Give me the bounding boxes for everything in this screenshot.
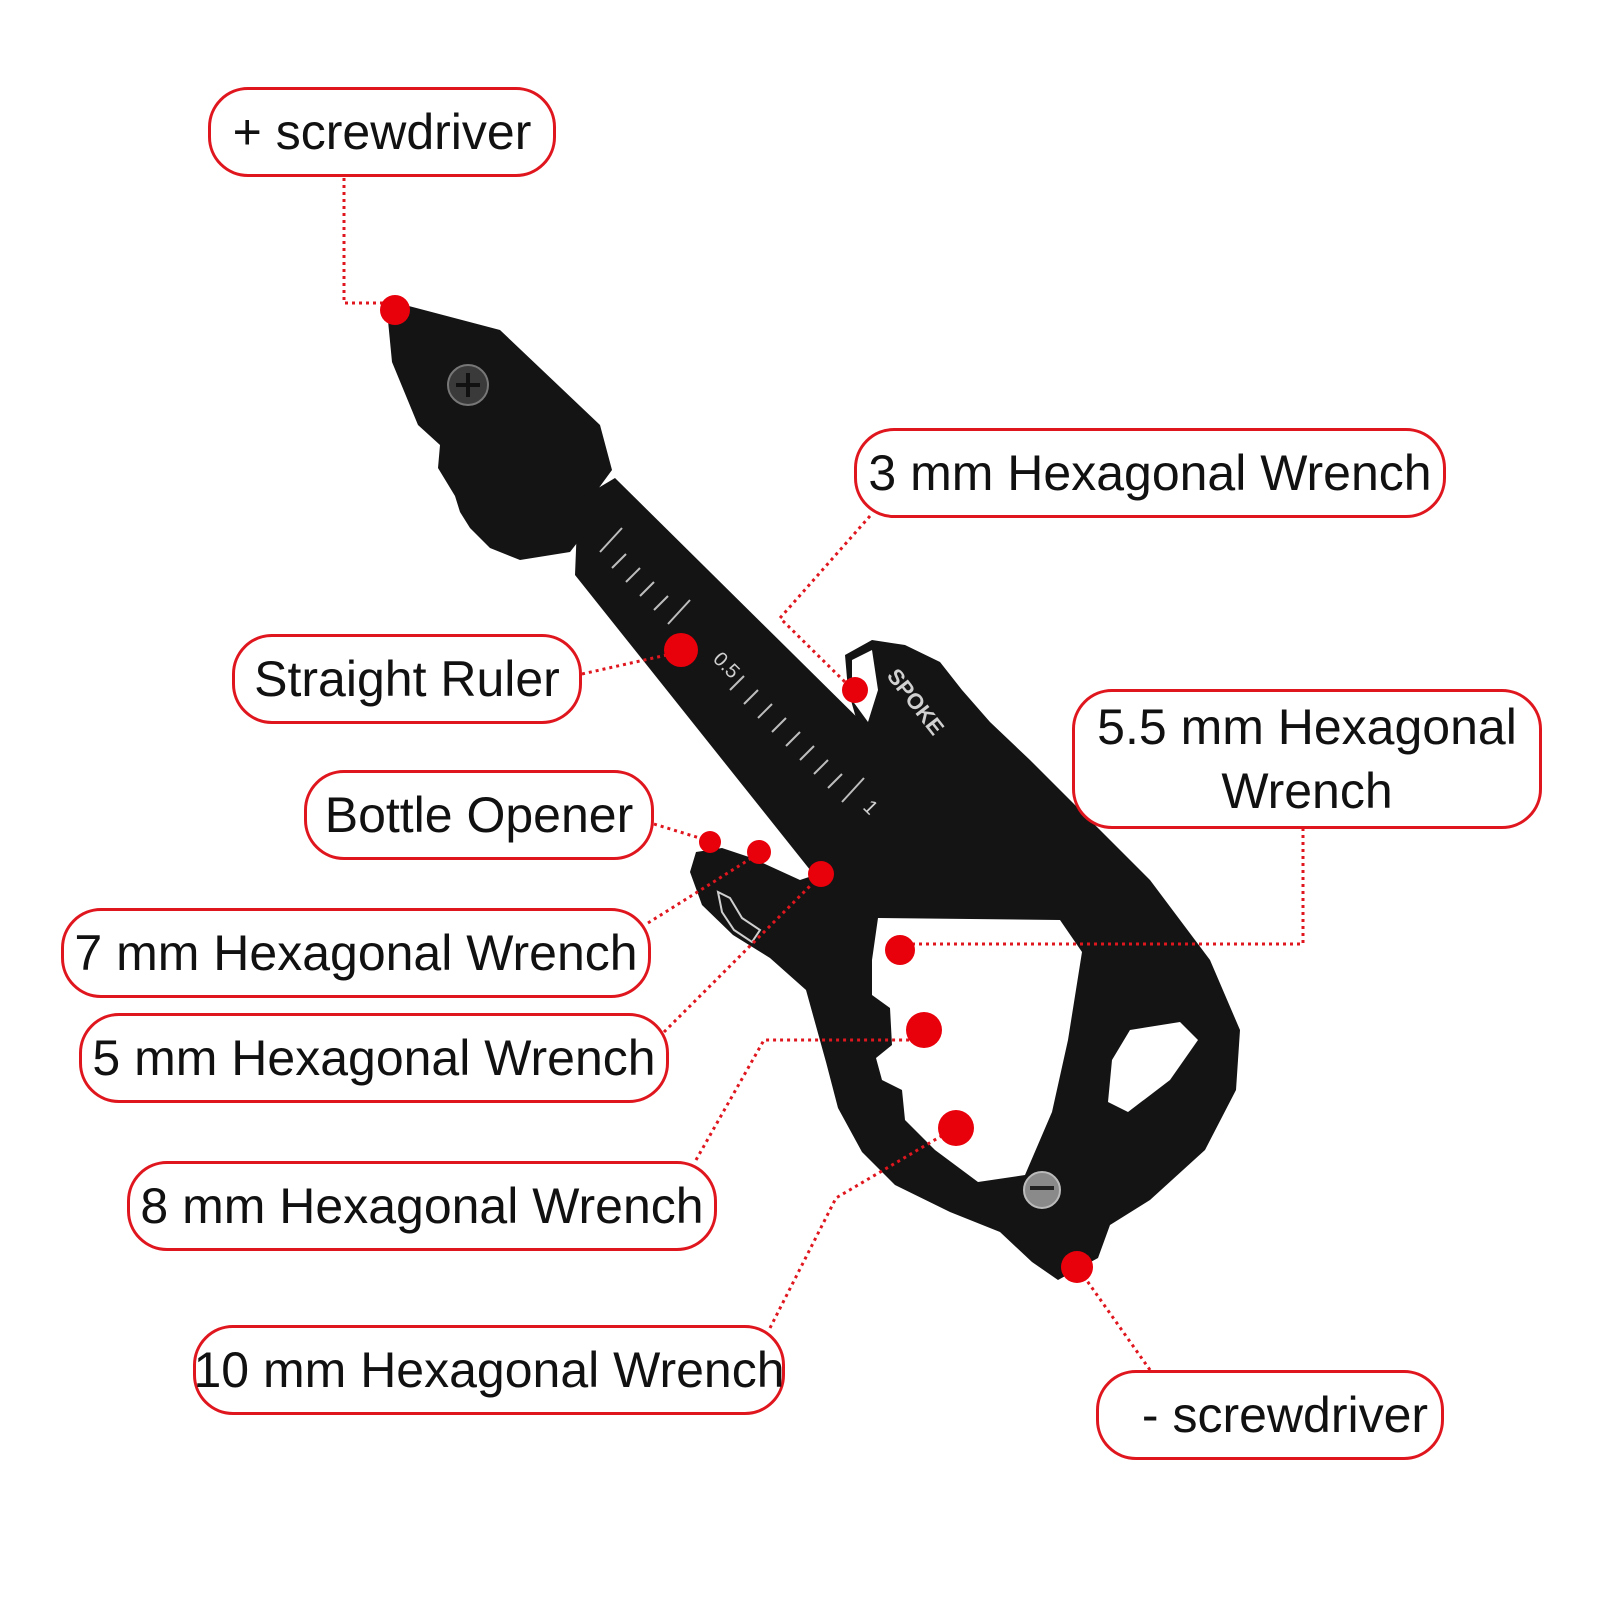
target-dots [380, 295, 1093, 1283]
dot-3mm [842, 677, 868, 703]
label-hex-5-5mm: 5.5 mm Hexagonal Wrench [1072, 689, 1542, 829]
lanyard-hole [1108, 1022, 1198, 1112]
ruler-ticks [599, 527, 865, 803]
leader-phillips [342, 178, 395, 305]
label-flat-screwdriver: - screwdriver [1096, 1370, 1444, 1460]
label-hex-5mm: 5 mm Hexagonal Wrench [79, 1013, 669, 1103]
dot-10mm [938, 1110, 974, 1146]
dot-flat [1061, 1251, 1093, 1283]
tool-headstock [386, 300, 612, 560]
label-hex-10mm: 10 mm Hexagonal Wrench [193, 1325, 785, 1415]
label-bottle-opener: Bottle Opener [304, 770, 654, 860]
guitar-multitool: 0.5 1 SPOKE [386, 300, 1240, 1280]
phillips-cross [456, 373, 480, 397]
label-phillips-screwdriver: + screwdriver [208, 87, 556, 177]
dot-8mm [906, 1012, 942, 1048]
leader-flat [1076, 1267, 1152, 1371]
leader-lines [342, 178, 1305, 1371]
dot-5-5mm [885, 935, 915, 965]
label-straight-ruler: Straight Ruler [232, 634, 582, 724]
hex-wrench-cutout [872, 918, 1082, 1182]
dot-phillips [380, 295, 410, 325]
dot-5mm [808, 861, 834, 887]
leader-7mm [647, 852, 759, 925]
bottle-icon [716, 890, 762, 944]
dot-bottle [699, 831, 721, 853]
dot-ruler [664, 633, 698, 667]
leader-bottle [653, 822, 707, 842]
label-hex-8mm: 8 mm Hexagonal Wrench [127, 1161, 717, 1251]
label-hex-3mm: 3 mm Hexagonal Wrench [854, 428, 1446, 518]
leader-ruler [581, 650, 681, 676]
label-hex-7mm: 7 mm Hexagonal Wrench [61, 908, 651, 998]
dot-7mm [747, 840, 771, 864]
leader-5mm [662, 874, 822, 1034]
